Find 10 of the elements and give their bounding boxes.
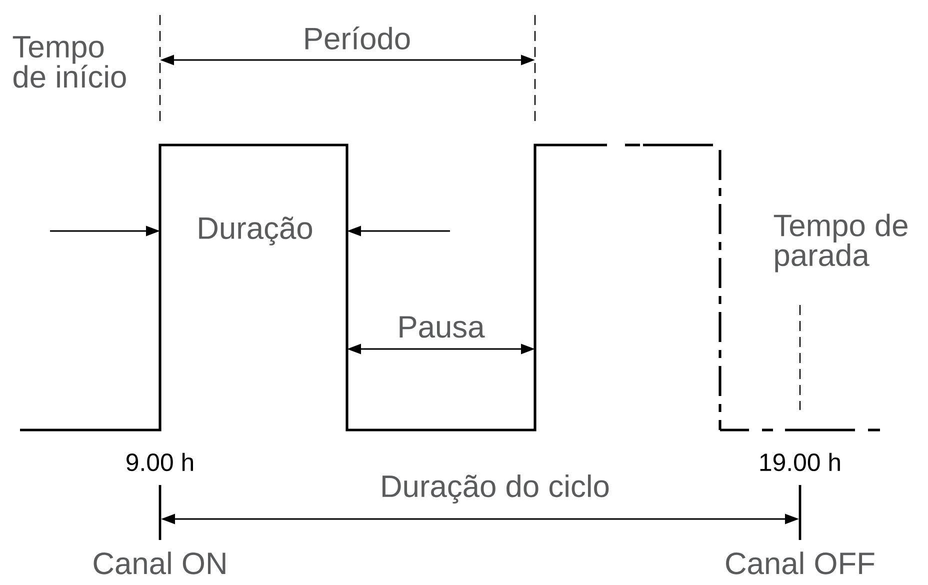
annotation-label: Canal ON <box>94 552 226 574</box>
annotation-label: Tempo de início <box>12 36 126 88</box>
annotation-label: Duração <box>199 216 312 246</box>
annotation-label: Tempo de parada <box>774 214 908 272</box>
annotation-label: Duração do ciclo <box>382 474 609 504</box>
time-label: 19.00 h <box>760 452 840 472</box>
annotation-label: Canal OFF <box>726 552 874 574</box>
annotation-label: Pausa <box>400 316 485 338</box>
time-label: 9.00 h <box>126 452 193 472</box>
annotation-label: Período <box>305 26 410 50</box>
